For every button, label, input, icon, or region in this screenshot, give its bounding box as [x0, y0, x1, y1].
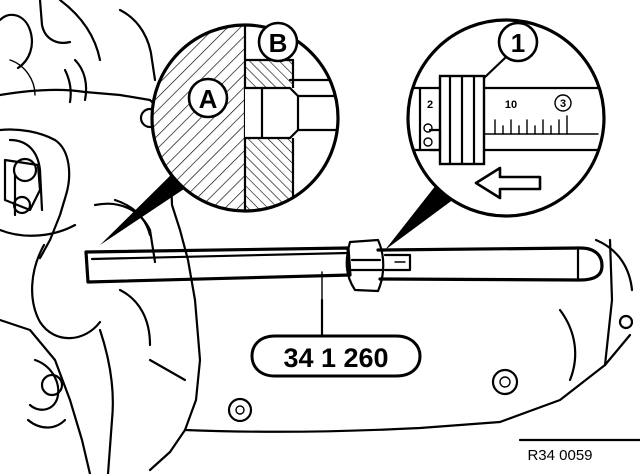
- tool-number-label: 34 1 260: [283, 343, 388, 373]
- measuring-tool: [84, 238, 604, 301]
- detail-pointers: [100, 168, 458, 250]
- scale-ticks: [494, 115, 568, 135]
- scale-mark-mid: 10: [505, 99, 517, 111]
- detail-view-scale: 2 10 3 1: [406, 18, 606, 218]
- direction-arrow-icon: [474, 166, 542, 200]
- callout-b-label: B: [269, 28, 288, 58]
- scale-mark-right: 3: [560, 98, 566, 110]
- detail-view-ab: A B: [150, 21, 340, 213]
- tool-number-callout: 34 1 260: [250, 298, 422, 378]
- scale-mark-left: 2: [427, 99, 433, 111]
- callout-a-label: A: [199, 84, 218, 114]
- callout-1-label: 1: [511, 28, 525, 58]
- figure-reference: R34 0059: [527, 447, 592, 464]
- mounting-plate: [183, 238, 640, 442]
